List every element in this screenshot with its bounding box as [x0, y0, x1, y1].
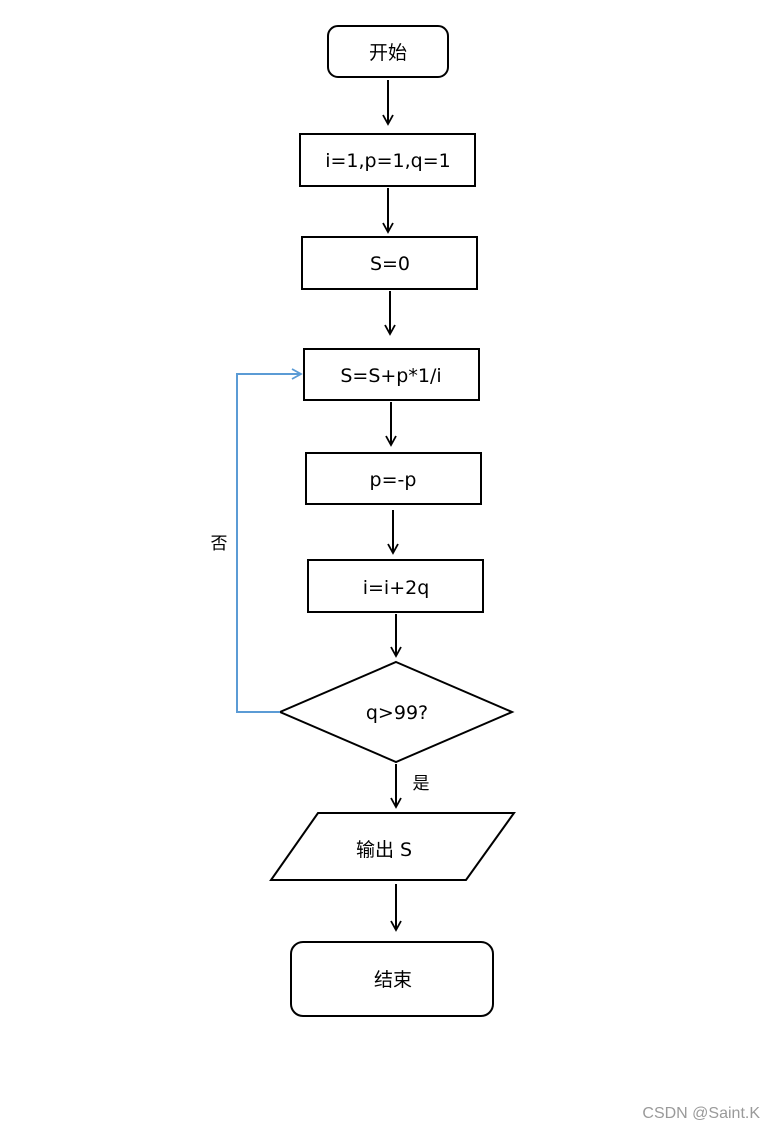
condition-label: q>99? [366, 702, 428, 724]
negate-label: p=-p [370, 469, 417, 491]
output-node: 输出 S [269, 812, 516, 881]
end-node: 结束 [290, 941, 494, 1017]
output-label: 输出 S [356, 839, 412, 861]
start-node: 开始 [327, 25, 449, 78]
increment-node: i=i+2q [307, 559, 484, 613]
yes-label: 是 [413, 774, 430, 794]
accumulate-node: S=S+p*1/i [303, 348, 480, 401]
s-init-node: S=0 [301, 236, 478, 290]
start-label: 开始 [369, 42, 407, 64]
watermark: CSDN @Saint.K [642, 1105, 760, 1122]
loop-back-arrow [236, 368, 303, 713]
no-label: 否 [211, 534, 228, 554]
init-node: i=1,p=1,q=1 [299, 133, 476, 187]
negate-node: p=-p [305, 452, 482, 505]
condition-node: q>99? [277, 660, 515, 764]
init-label: i=1,p=1,q=1 [325, 150, 451, 172]
increment-label: i=i+2q [363, 577, 430, 599]
end-label: 结束 [374, 969, 412, 991]
accumulate-label: S=S+p*1/i [340, 365, 441, 387]
s-init-label: S=0 [370, 253, 410, 275]
